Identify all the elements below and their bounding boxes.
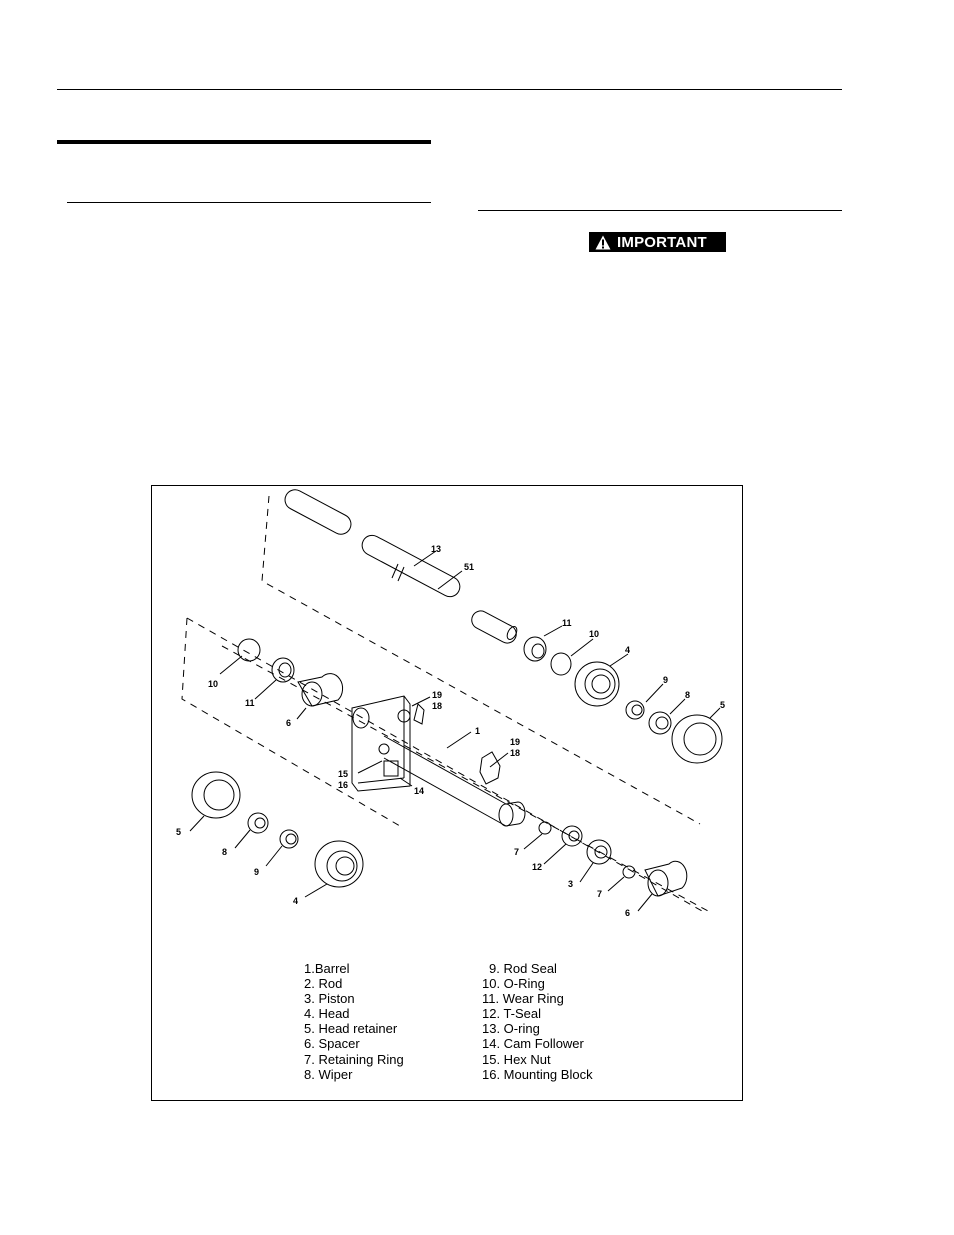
callout-18-block: 18 — [432, 701, 442, 711]
callout-3: 3 — [568, 879, 573, 889]
callout-15: 15 — [338, 769, 348, 779]
callout-7-right-a: 7 — [514, 847, 519, 857]
legend-item: 8. Wiper — [304, 1066, 353, 1082]
callout-14: 14 — [414, 786, 424, 796]
callout-5-bottom: 5 — [176, 827, 181, 837]
parts-legend-left: 1.Barrel 2. Rod 3. Piston 4. Head 5. Hea… — [304, 961, 404, 1082]
callout-4-top: 4 — [625, 645, 630, 655]
callout-10-top: 10 — [589, 629, 599, 639]
callout-11-left: 11 — [245, 698, 255, 708]
legend-item: 11. Wear Ring — [482, 991, 564, 1007]
callout-7-right-b: 7 — [597, 889, 602, 899]
callout-5-top: 5 — [720, 700, 725, 710]
section-heading-rule — [57, 140, 431, 144]
header-rule — [57, 89, 842, 90]
important-badge: IMPORTANT — [589, 232, 726, 252]
legend-item: 13. O-ring — [482, 1021, 540, 1037]
legend-item: 12. T-Seal — [482, 1006, 542, 1022]
legend-item: 10. O-Ring — [482, 976, 545, 992]
legend-item: 16. Mounting Block — [482, 1066, 593, 1082]
warning-triangle-icon — [595, 235, 611, 249]
legend-item: 9. Rod Seal — [489, 961, 557, 976]
callout-13: 13 — [431, 544, 441, 554]
legend-item: 3. Piston — [304, 991, 355, 1007]
subsection-rule-right — [478, 210, 842, 211]
callout-8-bottom: 8 — [222, 847, 227, 857]
legend-item: 15. Hex Nut — [482, 1051, 551, 1067]
callout-11-top: 11 — [562, 618, 572, 628]
callout-19-block: 19 — [432, 690, 442, 700]
legend-item: 4. Head — [304, 1006, 350, 1022]
callout-51: 51 — [464, 562, 474, 572]
subsection-rule-left — [67, 202, 431, 203]
callout-6-right: 6 — [625, 908, 630, 918]
callout-6-left: 6 — [286, 718, 291, 728]
legend-item: 6. Spacer — [304, 1036, 360, 1052]
legend-item: 1.Barrel — [304, 961, 350, 976]
callout-8-top: 8 — [685, 690, 690, 700]
legend-item: 5. Head retainer — [304, 1021, 398, 1037]
callout-1-barrel: 1 — [475, 726, 480, 736]
callout-10-left: 10 — [208, 679, 218, 689]
parts-legend-right: 9. Rod Seal 10. O-Ring 11. Wear Ring 12.… — [482, 961, 593, 1082]
callout-4-bottom: 4 — [293, 896, 298, 906]
cylinder-exploded-diagram: 13 51 11 10 4 9 8 5 10 11 6 19 18 1 19 1… — [176, 489, 725, 918]
callout-9-top: 9 — [663, 675, 668, 685]
callout-16: 16 — [338, 780, 348, 790]
callout-19-fitting: 19 — [510, 737, 520, 747]
legend-item: 2. Rod — [304, 976, 343, 992]
legend-item: 7. Retaining Ring — [304, 1051, 404, 1067]
legend-item: 14. Cam Follower — [482, 1036, 584, 1052]
exploded-view-figure: 13 51 11 10 4 9 8 5 10 11 6 19 18 1 19 1… — [151, 485, 743, 1101]
callout-9-bottom: 9 — [254, 867, 259, 877]
callout-18-fitting: 18 — [510, 748, 520, 758]
important-label: IMPORTANT — [617, 233, 707, 251]
callout-12: 12 — [532, 862, 542, 872]
